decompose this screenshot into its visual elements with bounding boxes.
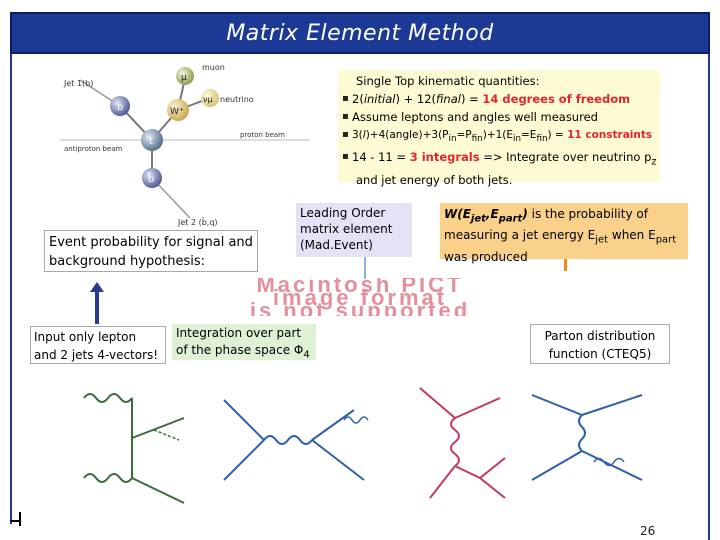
- slide-title: Matrix Element Method: [10, 12, 710, 54]
- label-b: b: [117, 102, 123, 113]
- frame-right-border: [708, 54, 710, 540]
- bbar-quark-particle: [142, 168, 162, 188]
- leading-order-arrow: [364, 257, 366, 279]
- parton-box: Parton distribution function (CTEQ5): [530, 324, 670, 364]
- kinematics-box: Single Top kinematic quantities: 2(initi…: [338, 70, 660, 187]
- input-box: Input only lepton and 2 jets 4-vectors!: [30, 326, 166, 364]
- kinematics-heading: Single Top kinematic quantities:: [356, 74, 540, 88]
- feynman-diagram-3: [410, 378, 520, 508]
- input-arrow-head: [90, 282, 104, 292]
- frame-corner-base: [10, 520, 20, 522]
- feynman-diagram-2: [214, 380, 404, 500]
- label-muon: muon: [202, 63, 225, 72]
- leading-order-box: Leading Order matrix element (Mad.Event): [296, 203, 412, 257]
- label-jet1: Jet 1(b): [63, 79, 93, 88]
- top-quark-particle: [141, 129, 163, 151]
- event-probability-box: Event probability for signal and backgro…: [44, 230, 258, 272]
- w-boson-particle: [167, 99, 189, 121]
- label-mu: μ: [181, 73, 187, 83]
- label-t: t: [149, 136, 153, 147]
- label-neutrino: neutrino: [220, 95, 254, 104]
- single-top-event-diagram: b W⁺ t μ νμ b̄ muon neutrino proton beam…: [60, 63, 310, 227]
- b-quark-particle: [110, 96, 130, 116]
- unsupported-pict-image: Macintosh PICT image format is not suppo…: [40, 278, 680, 316]
- transfer-function-arrow: [564, 259, 567, 271]
- feynman-diagram-4: [522, 380, 672, 500]
- pict-line-2: image format: [272, 285, 448, 310]
- label-w: W⁺: [170, 107, 184, 117]
- pict-line-3: is not supported: [249, 298, 471, 317]
- label-jet2: Jet 2 (b̄,q): [177, 217, 218, 227]
- label-nu: νμ: [203, 95, 213, 104]
- kinematics-line-assume: Assume leptons and angles well measured: [342, 108, 656, 126]
- frame-left-border: [10, 54, 12, 524]
- kinematics-line-integrals: 14 - 11 = 3 integrals => Integrate over …: [342, 148, 656, 171]
- label-antiproton-beam: antiproton beam: [64, 145, 123, 153]
- input-arrow: [95, 290, 99, 324]
- muon-particle: [176, 67, 194, 85]
- integration-box: Integration over part of the phase space…: [172, 324, 316, 360]
- feynman-diagram-1: [64, 378, 214, 516]
- label-proton-beam: proton beam: [240, 131, 285, 139]
- page-number: 26: [640, 524, 656, 538]
- label-bbar: b̄: [148, 172, 155, 185]
- kinematics-line-constraints: 3(l)+4(angle)+3(Pin=Pfin)+1(Ein=Efin) = …: [342, 126, 656, 148]
- neutrino-particle: [201, 89, 219, 107]
- kinematics-line-dof: 2(initial) + 12(final) = 14 degrees of f…: [342, 90, 656, 108]
- frame-corner-tick: [19, 512, 21, 526]
- transfer-function-box: W(Ejet,Epart) is the probability of meas…: [440, 203, 688, 264]
- kinematics-line-jets: and jet energy of both jets.: [356, 173, 513, 188]
